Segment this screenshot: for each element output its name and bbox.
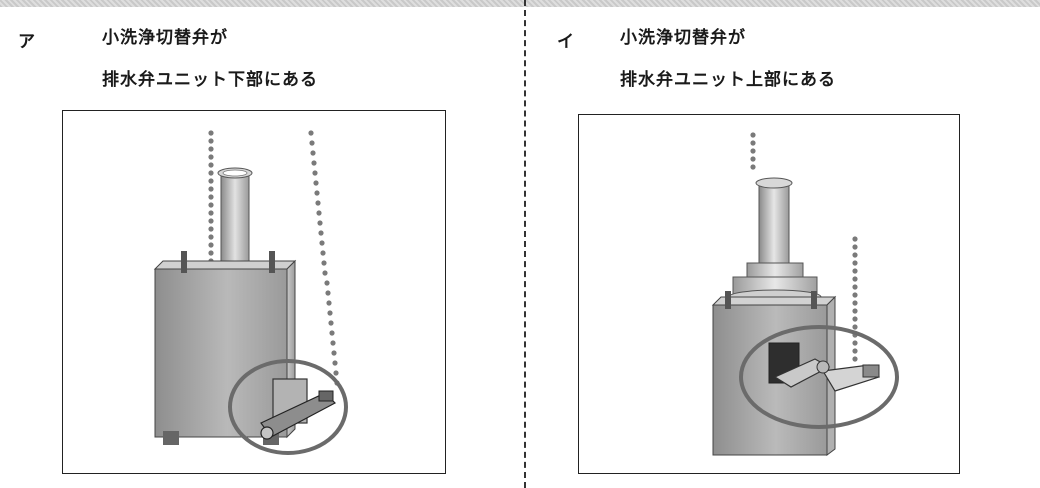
- chain-right: [308, 130, 340, 386]
- chain-left: [208, 130, 214, 264]
- chain-top: [750, 132, 756, 170]
- center-divider: [524, 0, 526, 488]
- option-a-heading-line2: 排水弁ユニット下部にある: [102, 70, 318, 90]
- switching-valve-upper: [768, 342, 881, 392]
- option-b-image-frame: [578, 114, 960, 474]
- option-a-image-frame: [62, 110, 446, 474]
- option-b-marker: イ: [557, 32, 574, 52]
- option-b-valve-illustration: [711, 132, 899, 456]
- option-a-marker: ア: [18, 32, 35, 52]
- switching-valve-lower: [260, 378, 336, 440]
- option-b-heading-line2: 排水弁ユニット上部にある: [620, 70, 836, 90]
- highlight-ring: [739, 325, 899, 429]
- chain-right: [852, 236, 858, 362]
- top-border-strip: [0, 0, 1040, 7]
- option-a-valve-illustration: [153, 130, 348, 455]
- highlight-ring: [228, 359, 348, 455]
- option-b-heading-line1: 小洗浄切替弁が: [620, 28, 746, 48]
- option-a-heading-line1: 小洗浄切替弁が: [102, 28, 228, 48]
